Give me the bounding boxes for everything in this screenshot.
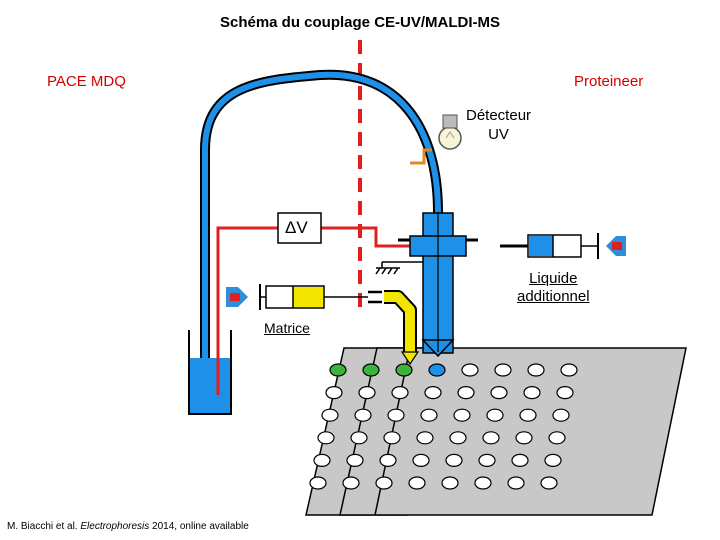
plate-well: [461, 363, 479, 377]
sheath-liquid-label: Liquide additionnel: [517, 270, 590, 306]
uv-detector-label-line1: Détecteur: [466, 107, 532, 124]
plate-well: [482, 431, 500, 445]
plate-well: [387, 408, 405, 422]
plate-well: [519, 408, 537, 422]
plate-well: [474, 476, 492, 490]
plate-wells: [309, 363, 578, 490]
plate-well: [412, 453, 430, 467]
outlet-electrode-wire: [321, 226, 410, 248]
sheath-liquid-label-line1: Liquide: [529, 270, 578, 287]
plate-well: [445, 453, 463, 467]
uv-detector-label-line2: UV: [488, 126, 509, 143]
ground-symbol: [375, 261, 423, 275]
plate-well: [457, 386, 475, 400]
plate-well: [548, 431, 566, 445]
plate-well: [321, 408, 339, 422]
plate-well: [391, 386, 409, 400]
plate-well: [317, 431, 335, 445]
plate-well: [544, 453, 562, 467]
voltage-label: ΔV: [285, 218, 308, 237]
plate-well: [556, 386, 574, 400]
plate-well: [375, 476, 393, 490]
plate-well: [416, 431, 434, 445]
uv-lamp-icon: [438, 114, 462, 150]
plate-well: [329, 363, 347, 377]
maldi-target-plates: [305, 347, 687, 516]
inlet-vial-outline: [188, 330, 232, 415]
plate-well: [441, 476, 459, 490]
plate-well: [453, 408, 471, 422]
plate-well: [358, 386, 376, 400]
page-title: Schéma du couplage CE-UV/MALDI-MS: [219, 14, 501, 31]
right-instrument-label: Proteineer: [574, 73, 644, 90]
plate-well: [507, 476, 525, 490]
plate-well: [342, 476, 360, 490]
plate-well: [420, 408, 438, 422]
plate-well: [515, 431, 533, 445]
plate-well: [494, 363, 512, 377]
plate-well: [449, 431, 467, 445]
uv-detector-window: [410, 148, 432, 165]
plate-well: [490, 386, 508, 400]
plate-well: [354, 408, 372, 422]
plate-well: [523, 386, 541, 400]
plate-well: [309, 476, 327, 490]
separation-capillary-inner: [202, 71, 441, 363]
plate-well: [379, 453, 397, 467]
plate-well: [346, 453, 364, 467]
plate-well: [383, 431, 401, 445]
plate-well: [362, 363, 380, 377]
plate-well: [540, 476, 558, 490]
plate-well: [511, 453, 529, 467]
left-instrument-label: PACE MDQ: [47, 73, 126, 90]
matrix-capillary-tip: [400, 351, 420, 366]
plate-well: [395, 363, 413, 377]
matrix-syringe: [226, 284, 382, 310]
matrix-capillary-fill: [384, 292, 415, 352]
matrix-label: Matrice: [264, 320, 310, 336]
sheath-interface: [398, 212, 478, 358]
citation-journal: Electrophoresis: [80, 521, 150, 532]
sheath-liquid-syringe: [500, 233, 626, 259]
inlet-vial-liquid: [189, 358, 231, 414]
plate-well: [313, 453, 331, 467]
plate-well: [486, 408, 504, 422]
plate-well: [478, 453, 496, 467]
citation-authors: M. Biacchi et al.: [7, 521, 81, 532]
plate-well: [552, 408, 570, 422]
inlet-vial: [188, 330, 232, 415]
sheath-syringe-liquid: [529, 236, 553, 256]
inlet-electrode-wire: [216, 226, 278, 395]
plate-well: [424, 386, 442, 400]
plate-well: [408, 476, 426, 490]
citation-details: 2014, online available: [149, 521, 249, 532]
voltage-source-box: [277, 212, 322, 244]
matrix-syringe-liquid: [293, 287, 323, 307]
citation: M. Biacchi et al. Electrophoresis 2014, …: [7, 521, 249, 532]
plate-well: [560, 363, 578, 377]
plate-well: [527, 363, 545, 377]
plate-well: [428, 363, 446, 377]
plate-well: [350, 431, 368, 445]
plate-well: [325, 386, 343, 400]
uv-detector-label: Détecteur UV: [466, 106, 531, 144]
sheath-liquid-label-line2: additionnel: [517, 288, 590, 305]
